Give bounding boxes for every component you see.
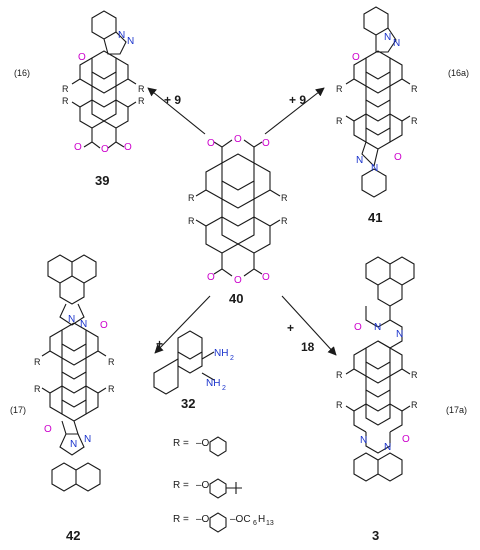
- compound-39-label: 39: [95, 173, 109, 188]
- arrow-to-39: [147, 87, 206, 135]
- r-definition-hexyloxyphenoxy: R = –O –OC 6 H 13: [173, 512, 274, 533]
- svg-text:R: R: [62, 96, 69, 106]
- svg-text:N: N: [68, 314, 75, 325]
- svg-text:R: R: [62, 84, 69, 94]
- arrow-to-3: [281, 295, 337, 356]
- svg-text:R: R: [138, 96, 145, 106]
- svg-text:O: O: [234, 134, 242, 145]
- svg-text:O: O: [207, 138, 215, 149]
- svg-text:2: 2: [230, 355, 234, 362]
- svg-text:O: O: [124, 142, 132, 153]
- svg-text:R: R: [34, 357, 41, 367]
- hexyl-sub1: 6: [253, 520, 257, 527]
- svg-text:N: N: [396, 329, 403, 340]
- svg-text:O: O: [402, 434, 410, 445]
- svg-text:N: N: [84, 434, 91, 445]
- svg-text:O: O: [101, 144, 109, 155]
- reagent-18: 18: [301, 340, 315, 354]
- phenylene-icon: [209, 512, 227, 533]
- svg-text:R: R: [138, 84, 145, 94]
- svg-text:O: O: [78, 52, 86, 63]
- svg-text:O: O: [207, 272, 215, 283]
- svg-text:R: R: [336, 370, 343, 380]
- r2-link: –O: [196, 480, 210, 491]
- svg-text:NH: NH: [214, 348, 228, 359]
- svg-text:N: N: [374, 322, 381, 333]
- svg-text:O: O: [354, 322, 362, 333]
- r-label-1: R =: [173, 438, 189, 449]
- reagent-plus-32: +: [156, 337, 163, 351]
- r3-link-right: –OC: [230, 514, 251, 525]
- svg-text:N: N: [371, 163, 378, 174]
- svg-text:R: R: [188, 216, 195, 226]
- svg-text:O: O: [394, 152, 402, 163]
- svg-text:R: R: [411, 370, 418, 380]
- compound-40-label: 40: [229, 291, 243, 306]
- tbutylphenyl-icon: [209, 478, 242, 499]
- svg-text:N: N: [70, 439, 77, 450]
- svg-text:O: O: [352, 52, 360, 63]
- svg-text:R: R: [281, 216, 288, 226]
- r3-link-left: –O: [196, 514, 210, 525]
- svg-text:R: R: [281, 193, 288, 203]
- svg-text:N: N: [80, 319, 87, 330]
- svg-text:R: R: [188, 193, 195, 203]
- svg-text:NH: NH: [206, 378, 220, 389]
- svg-text:R: R: [411, 84, 418, 94]
- molecule-41: N N O N N O R R R R: [336, 6, 418, 198]
- svg-text:N: N: [127, 36, 134, 47]
- molecule-32: NH 2 NH 2: [153, 330, 234, 395]
- compound-3-label: 3: [372, 528, 379, 543]
- svg-text:N: N: [356, 155, 363, 166]
- svg-text:O: O: [100, 320, 108, 331]
- svg-text:R: R: [411, 116, 418, 126]
- molecule-40: O O O O O O R R R R: [188, 134, 288, 286]
- svg-text:O: O: [74, 142, 82, 153]
- molecule-39: N N O O O O R R R R: [62, 10, 145, 155]
- svg-text:O: O: [262, 272, 270, 283]
- svg-text:N: N: [360, 435, 367, 446]
- r-definition-phenoxy: R = –O: [173, 436, 227, 457]
- compound-41-label: 41: [368, 210, 382, 225]
- reagent-9-right: + 9: [289, 93, 306, 107]
- svg-text:R: R: [336, 400, 343, 410]
- svg-text:O: O: [234, 275, 242, 286]
- svg-text:N: N: [118, 30, 125, 41]
- svg-text:O: O: [262, 138, 270, 149]
- arrow-to-42: [154, 295, 211, 354]
- compound-32-label: 32: [181, 396, 195, 411]
- compound-42-label: 42: [66, 528, 80, 543]
- svg-text:R: R: [336, 116, 343, 126]
- r1-link: –O: [196, 438, 210, 449]
- r-label-3: R =: [173, 514, 189, 525]
- r-label-2: R =: [173, 480, 189, 491]
- arrow-to-41: [264, 87, 325, 135]
- eq16-label: (16): [14, 68, 30, 78]
- svg-text:2: 2: [222, 385, 226, 392]
- r-definition-tbutylphenoxy: R = –O: [173, 478, 242, 499]
- molecule-3: N N O N N O R R R R: [336, 256, 418, 482]
- svg-text:R: R: [411, 400, 418, 410]
- eq17a-label: (17a): [446, 405, 467, 415]
- reagent-plus-18: +: [287, 321, 294, 335]
- svg-text:R: R: [34, 384, 41, 394]
- molecule-42: N N O N N O R R R R: [34, 254, 115, 492]
- svg-text:R: R: [108, 384, 115, 394]
- hexyl-h: H: [258, 514, 265, 525]
- hexyl-sub2: 13: [266, 520, 274, 527]
- eq17-label: (17): [10, 405, 26, 415]
- svg-text:R: R: [108, 357, 115, 367]
- eq16a-label: (16a): [448, 68, 469, 78]
- reagent-9-left: + 9: [164, 93, 181, 107]
- svg-text:O: O: [44, 424, 52, 435]
- phenyl-icon: [209, 436, 227, 457]
- svg-text:R: R: [336, 84, 343, 94]
- svg-text:N: N: [384, 442, 391, 453]
- svg-text:N: N: [393, 38, 400, 49]
- svg-text:N: N: [384, 32, 391, 43]
